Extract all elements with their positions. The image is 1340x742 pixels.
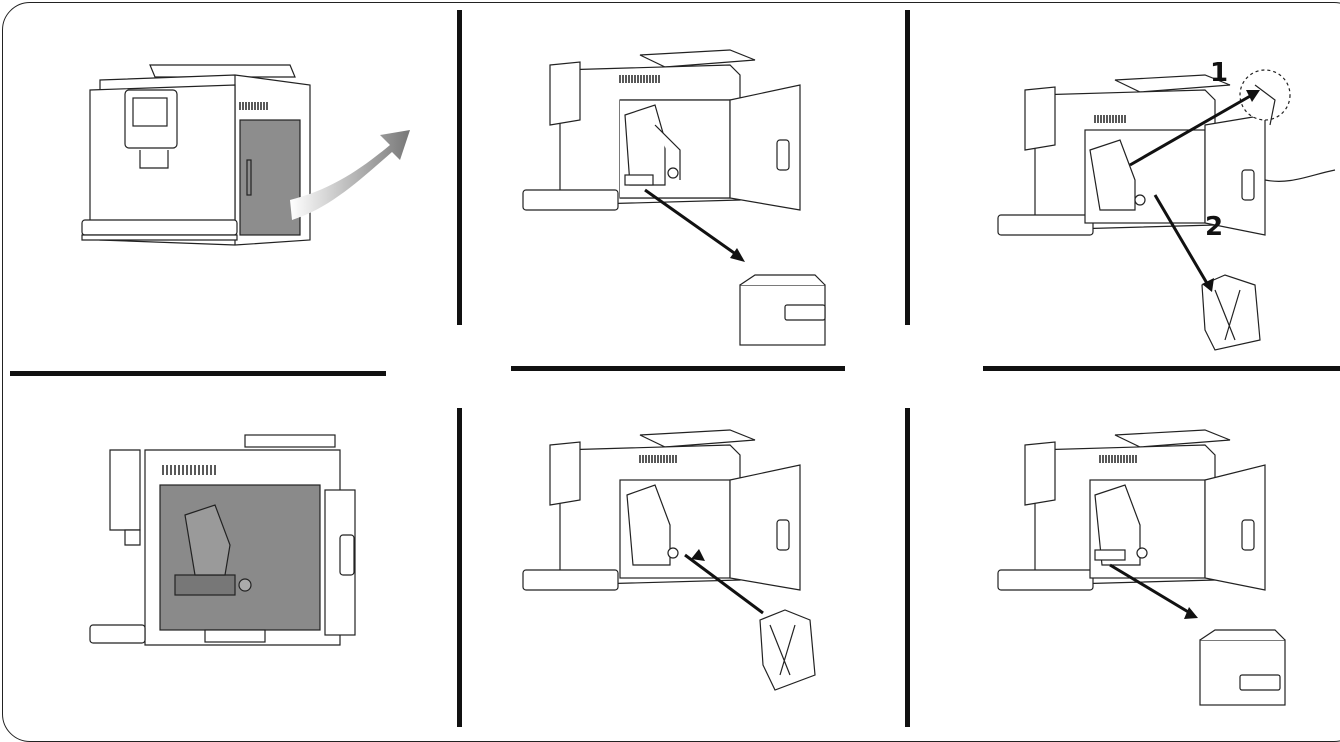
step-2-remove-container [522,49,826,346]
divider-row-1 [10,371,386,376]
step-4-side-view-internals [89,434,356,646]
step-6-reinsert-container [997,429,1286,706]
step-5-insert-brew-unit [522,429,816,691]
step-3-remove-brew-unit [997,69,1336,351]
divider-bottom-left [457,408,462,727]
divider-top-left [457,10,462,325]
step-1-open-side-panel [81,64,410,246]
callout-2: 2 [1205,212,1224,242]
divider-row-3 [983,366,1340,371]
divider-row-2 [511,366,845,371]
divider-top-right [905,10,910,325]
callout-1: 1 [1210,58,1229,88]
divider-bottom-right [905,408,910,727]
